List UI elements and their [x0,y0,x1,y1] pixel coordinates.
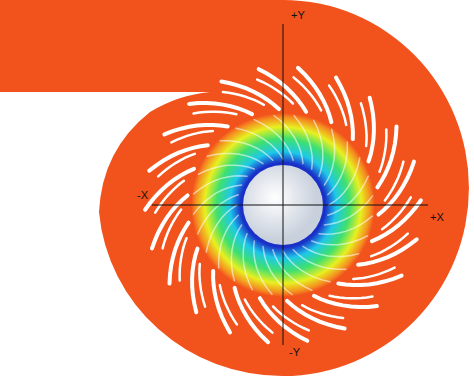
impeller-blade [382,197,411,229]
impeller-blade [328,142,348,195]
impeller-blade [257,80,293,104]
impeller-blade [303,246,359,256]
y-axis [283,24,284,345]
impeller-blade [293,250,346,269]
impeller-blade [198,195,239,234]
impeller-blade [353,268,394,279]
impeller-blade [189,103,252,114]
impeller-blade [273,307,309,331]
axis-label: +Y [291,10,305,21]
impeller-blade [380,130,387,172]
impeller-blade [329,86,346,125]
impeller-blade [314,296,377,307]
impeller-blade [324,129,334,185]
impeller-blade [243,234,252,290]
impeller-blade [213,271,230,333]
axis-label: -X [137,190,148,201]
impeller-blade [155,181,184,213]
impeller-blade [336,78,353,140]
axis-label: +X [430,212,444,223]
impeller-blade [145,169,194,210]
impeller-blade [219,215,239,268]
impeller-blade [302,305,343,318]
impeller-blade [180,238,187,280]
impeller-blade [314,120,323,176]
impeller-blade [220,285,237,324]
impeller-blade [152,195,188,248]
impeller-blade [379,162,415,215]
impeller-blade [158,154,195,177]
impeller-blade [260,298,307,341]
impeller-blade [358,239,417,264]
impeller-blade [199,264,205,307]
impeller-blade [273,250,312,290]
impeller-blade [369,98,374,162]
impeller-blade [377,126,396,187]
impeller-blade [254,241,272,294]
impeller-blade [192,249,197,313]
impeller-blade [223,92,264,105]
impeller-blade [312,236,368,245]
x-axis [152,205,428,206]
impeller-blade [194,112,237,115]
impeller-blade [319,216,372,234]
impeller-blade [298,68,332,122]
impeller-blade [330,296,373,299]
impeller-blade [328,176,369,215]
impeller-blade [385,162,404,201]
impeller-blade [163,210,182,249]
impeller-blade [207,153,263,163]
impeller-blade [294,77,322,110]
impeller-blade [371,234,408,257]
axis-label: -Y [289,347,300,358]
impeller-blade [245,300,273,333]
impeller-blade [361,103,367,146]
impeller-blade [220,141,273,161]
impeller-blade [231,225,241,281]
impeller-blade [372,200,421,241]
impeller-blade [170,223,189,284]
impeller-blade [254,120,293,161]
impeller-blade [259,69,306,112]
impeller-blade [171,131,212,142]
impeller-blade [194,176,247,194]
impeller-blade [198,165,254,174]
impeller-blade [235,288,269,342]
impeller-blade [149,145,208,170]
impeller-blade [294,116,312,169]
